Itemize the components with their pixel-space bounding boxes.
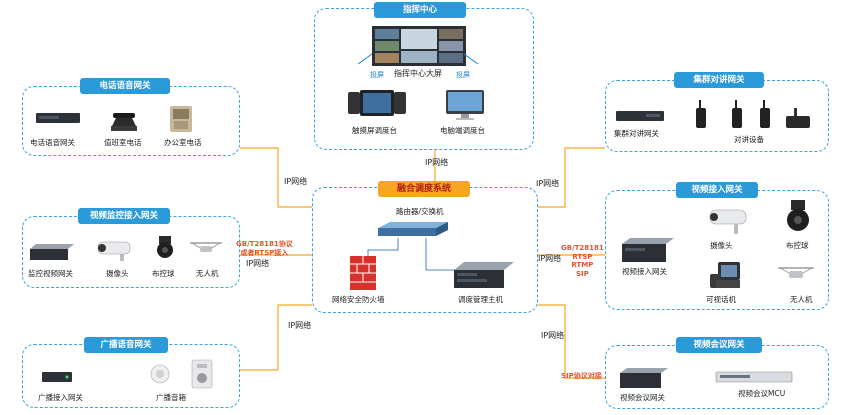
firewall-label: 网络安全防火墙 [332,295,385,304]
conference-gateway-title: 视频会议网关 [676,337,762,353]
camera-icon [97,241,131,261]
touch-console-icon [348,90,406,116]
pc-console-icon [446,90,484,120]
link-phone-label: IP网络 [284,177,308,186]
access-dome-icon [787,200,809,231]
link-broadcast [240,304,312,371]
trunking-gateway-label: 集群对讲网关 [614,129,659,138]
link-conference-label: IP网络 [541,331,565,340]
trunking-gateway-title: 集群对讲网关 [674,72,764,88]
router-icon [378,222,448,236]
link-video-monitor-label: IP网络 [246,259,270,268]
videophone-icon [710,262,740,288]
phone-gateway-icon [36,113,80,123]
cast-right-label: 投屏 [456,71,470,79]
cast-right-arrow [463,53,479,65]
access-camera-icon [709,209,747,234]
broadcast-gateway-icon [42,372,72,382]
router-to-firewall [367,238,399,258]
router-to-host [425,238,455,271]
office-phone-icon [170,106,192,132]
radios-icon [696,100,810,128]
access-protocols-label: GB/T28181 RTSP RTMP SIP [561,244,604,278]
link-broadcast-label: IP网络 [288,321,312,330]
router-label: 路由器/交换机 [396,207,444,216]
dome-label: 布控球 [152,269,175,278]
host-label: 调度管理主机 [458,295,503,304]
conference-protocol-label: SIP协议对接 [561,372,602,380]
access-camera-label: 摄像头 [710,241,733,250]
link-conference [538,304,605,379]
radios-label: 对讲设备 [734,135,764,144]
speaker-icon [150,364,170,384]
monitor-gateway-icon [30,244,74,260]
access-drone-label: 无人机 [790,295,813,304]
host-icon [454,262,514,288]
link-phone [240,147,312,208]
access-gateway-icon [622,238,674,262]
firewall-icon [350,256,376,290]
duty-phone-label: 值班室电话 [104,138,142,147]
phone-gateway-label: 电话语音网关 [30,138,75,147]
monitor-protocol-label: GB/T28181协议 或者RTSP接入 [236,240,293,257]
camera-label: 摄像头 [106,269,129,278]
conference-gateway-icon [620,368,668,388]
link-trunking-label: IP网络 [536,179,560,188]
pc-console-label: 电脑端调度台 [440,126,485,135]
access-dome-label: 布控球 [786,241,809,250]
broadcast-gateway-title: 广播语音网关 [84,337,168,353]
drone-label: 无人机 [196,269,219,278]
drone-icon [190,242,222,252]
command-center-title: 指挥中心 [374,2,466,18]
mcu-label: 视频会议MCU [738,389,786,398]
phone-gateway-title: 电话语音网关 [80,78,170,94]
big-screen-icon [372,26,466,66]
speaker-panel-icon [191,359,213,389]
trunking-gateway-icon [616,111,664,121]
touch-console-label: 触摸屏调度台 [352,126,397,135]
videophone-label: 可视话机 [706,295,736,304]
link-video-access-label: IP网络 [538,254,562,263]
conference-gateway-label: 视频会议网关 [620,393,665,402]
broadcast-gateway-label: 广播接入网关 [38,393,83,402]
duty-phone-icon [111,113,137,131]
link-top-label: IP网络 [425,158,449,167]
monitor-gateway-label: 监控视频网关 [28,269,73,278]
mcu-icon [715,371,793,383]
core-title: 融合调度系统 [378,181,470,197]
office-phone-label: 办公室电话 [164,138,202,147]
access-drone-icon [778,267,814,278]
speaker-label: 广播音箱 [156,393,186,402]
big-screen-label: 指挥中心大屏 [394,69,442,78]
video-monitor-gateway-title: 视频监控接入网关 [78,208,170,224]
dome-icon [157,236,173,258]
cast-left-arrow [357,53,373,65]
link-trunking [538,147,605,208]
video-access-gateway-title: 视频接入网关 [676,182,758,198]
cast-left-label: 投屏 [370,71,384,79]
access-gateway-label: 视频接入网关 [622,267,667,276]
